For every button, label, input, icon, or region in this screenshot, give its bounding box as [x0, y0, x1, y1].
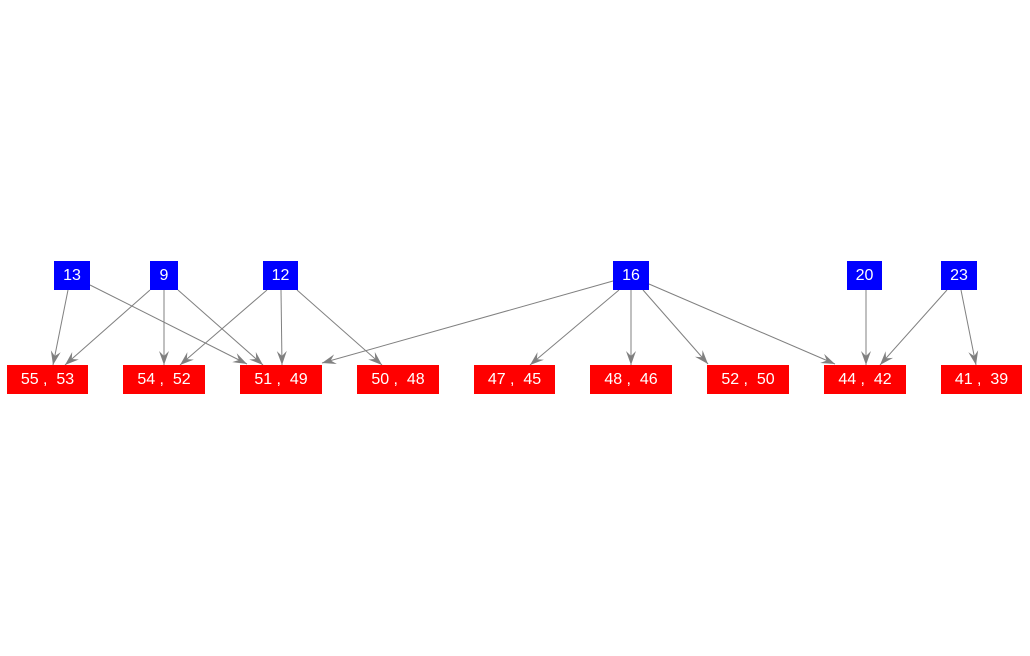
arrowhead-icon — [530, 352, 544, 365]
arrowhead-icon — [249, 351, 263, 365]
edge-s23-t4442 — [879, 289, 948, 366]
edge-s13-t5553 — [52, 289, 69, 366]
source-node-13: 13 — [54, 261, 90, 290]
target-node: 48 , 46 — [590, 365, 672, 394]
edge-s9-t5149 — [177, 289, 264, 366]
arrowhead-icon — [232, 353, 247, 364]
edge-s16-t5149 — [321, 280, 614, 364]
arrowhead-icon — [159, 351, 169, 365]
target-node: 55 , 53 — [7, 365, 88, 394]
edge-s16-t4442 — [648, 283, 836, 365]
source-node-23: 23 — [941, 261, 977, 290]
target-node: 52 , 50 — [707, 365, 789, 394]
source-node-9: 9 — [150, 261, 178, 290]
target-node: 47 , 45 — [474, 365, 555, 394]
arrowhead-icon — [276, 350, 287, 365]
arrowhead-icon — [368, 351, 382, 365]
target-node: 41 , 39 — [941, 365, 1022, 394]
edge-s16-t5250 — [642, 289, 709, 365]
target-node: 51 , 49 — [240, 365, 322, 394]
arrowhead-icon — [695, 350, 708, 364]
source-node-20: 20 — [847, 261, 882, 290]
edge-s12-t5149 — [280, 289, 283, 366]
arrowhead-icon — [626, 351, 636, 365]
target-node: 54 , 52 — [123, 365, 205, 394]
source-node-12: 12 — [263, 261, 298, 290]
arrowhead-icon — [322, 354, 337, 365]
edge-s12-t5048 — [296, 289, 383, 366]
arrowhead-icon — [880, 351, 894, 365]
edge-s23-t4139 — [960, 289, 977, 366]
arrowhead-icon — [50, 350, 61, 365]
arrowhead-icon — [968, 350, 979, 365]
edge-s16-t4745 — [529, 289, 620, 366]
arrowhead-icon — [180, 352, 194, 365]
edge-s12-t5452 — [179, 289, 268, 366]
arrowhead-icon — [65, 351, 79, 365]
target-node: 44 , 42 — [824, 365, 906, 394]
edge-s9-t5553 — [64, 289, 151, 366]
arrowhead-icon — [861, 351, 871, 365]
edge-s13-t5149 — [89, 284, 248, 365]
arrowhead-icon — [820, 353, 835, 364]
target-node: 50 , 48 — [357, 365, 439, 394]
source-node-16: 16 — [613, 261, 649, 290]
